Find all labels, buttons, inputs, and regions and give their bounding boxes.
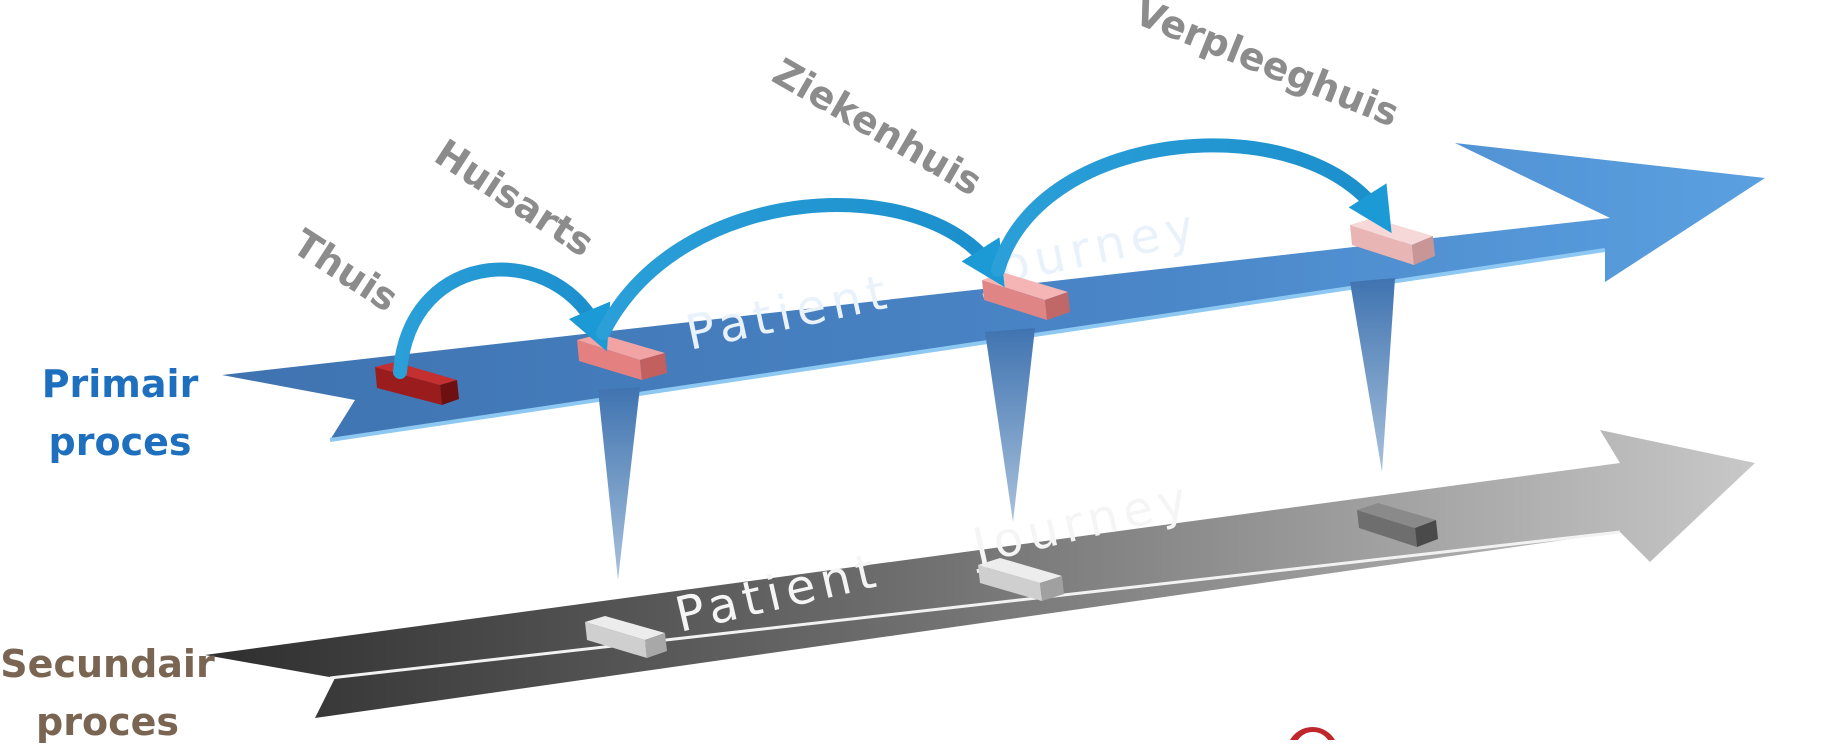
secondary-block	[1357, 503, 1438, 547]
connector-spike	[598, 387, 640, 580]
stage-label-huisarts: Huisarts	[427, 131, 602, 266]
primary-process-label: Primair proces	[30, 355, 210, 471]
secondary-process-label: Secundair proces	[0, 635, 215, 751]
hop-arrows	[393, 138, 1392, 379]
stage-label-verpleeghuis: Verpleeghuis	[1129, 0, 1406, 135]
primary-label-line-2: proces	[48, 420, 192, 464]
stage-label-ziekenhuis: Ziekenhuis	[766, 50, 990, 205]
secondary-block	[585, 616, 667, 658]
secondary-label-line-2: proces	[36, 700, 179, 744]
stage-label-thuis: Thuis	[285, 221, 406, 321]
hop-arrow-ziekenhuis-verpleeghuis	[991, 138, 1392, 277]
process-connectors	[598, 278, 1395, 580]
primary-label-line-1: Primair	[41, 362, 199, 406]
hop-arrow-thuis-huisarts	[393, 262, 611, 379]
secondary-blocks	[585, 503, 1438, 658]
hop-arrow-huisarts-ziekenhuis	[596, 198, 1005, 340]
connector-spike	[985, 328, 1035, 522]
logo-fragment	[1290, 727, 1335, 740]
secondary-label-line-1: Secundair	[0, 642, 215, 686]
secondary-block	[978, 558, 1064, 601]
connector-spike	[1350, 278, 1395, 472]
